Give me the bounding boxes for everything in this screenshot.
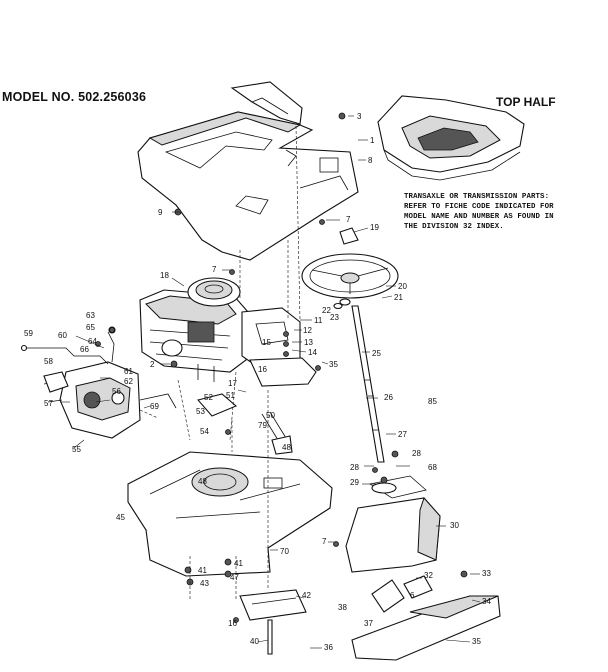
axle-bracket [239,589,307,655]
callout-c41b: 41 [234,559,243,568]
callout-c1: 1 [370,136,375,145]
callout-c27: 27 [398,430,407,439]
fasteners [95,112,468,623]
chassis-frame [127,451,333,577]
callout-c66: 66 [80,345,89,354]
callout-c32: 32 [424,571,433,580]
callout-c56: 56 [112,387,121,396]
callout-c34: 34 [482,597,491,606]
model-number: MODEL NO. 502.256036 [2,90,147,104]
note-line: TRANSAXLE OR TRANSMISSION PARTS: [404,193,550,201]
callout-c9: 9 [158,208,163,217]
callout-c12: 12 [303,326,312,335]
callout-c14: 14 [308,348,317,357]
callout-c69: 69 [150,402,159,411]
callout-c38: 38 [338,603,347,612]
callout-c85: 85 [428,397,437,406]
callout-c15: 15 [262,338,271,347]
note-line: REFER TO FICHE CODE INDICATED FOR [404,203,554,211]
callout-c7c: 7 [322,537,327,546]
alignment-lines [139,125,301,600]
callout-c29: 29 [350,478,359,487]
callout-c26: 26 [384,393,393,402]
callout-c57: 57 [44,399,53,408]
callout-c42: 42 [302,591,311,600]
callout-c13: 13 [304,338,313,347]
note-line: MODEL NAME AND NUMBER AS FOUND IN [404,213,554,221]
callout-c16: 16 [258,365,267,374]
callout-c20: 20 [398,282,407,291]
drive-assembly [43,361,177,439]
callout-c2: 2 [150,360,155,369]
footrest [351,575,501,661]
callout-c65: 65 [86,323,95,332]
callout-c61: 61 [124,367,133,376]
callout-c28a: 28 [350,463,359,472]
callout-c6: 6 [410,591,415,600]
callout-c7b: 7 [212,265,217,274]
callout-numbers: 3918719718202122231112131415352516172636… [24,112,491,652]
callout-c43: 43 [200,579,209,588]
control-rod [20,326,116,365]
hood-panel [137,111,359,261]
callout-c62: 62 [124,377,133,386]
callout-c17: 17 [228,379,237,388]
callout-c52: 52 [204,393,213,402]
steering-cap [339,227,359,245]
callout-c3: 3 [357,112,362,121]
callout-c21: 21 [394,293,403,302]
callout-c68: 68 [428,463,437,472]
callout-c63: 63 [86,311,95,320]
callout-c16b: 16 [228,619,237,628]
callout-c48a: 48 [282,443,291,452]
steering-shaft [333,298,385,463]
steering-wheel [301,253,399,299]
callout-c37: 37 [364,619,373,628]
callout-c30: 30 [450,521,459,530]
callout-c45: 45 [116,513,125,522]
callout-c35b: 35 [472,637,481,646]
callout-c55: 55 [72,445,81,454]
callout-c25: 25 [372,349,381,358]
callout-c7a: 7 [346,215,351,224]
callout-c22: 22 [322,306,331,315]
callout-c53: 53 [196,407,205,416]
hood-bracket [230,81,303,125]
callout-c8: 8 [368,156,373,165]
callout-c40: 40 [250,637,259,646]
seat [377,95,525,181]
callout-c36: 36 [324,643,333,652]
section-title: TOP HALF [496,95,556,109]
callout-c35a: 35 [329,360,338,369]
note-line: THE DIVISION 32 INDEX. [404,223,504,231]
callout-c48b: 48 [198,477,207,486]
callout-c58: 58 [44,357,53,366]
callout-c59: 59 [24,329,33,338]
callout-c23: 23 [330,313,339,322]
callout-c54: 54 [200,427,209,436]
fender-pan [345,475,441,573]
brake-linkage [196,393,293,455]
callout-c33: 33 [482,569,491,578]
engine [139,277,249,382]
transaxle-note: TRANSAXLE OR TRANSMISSION PARTS: REFER T… [404,192,608,232]
callout-c41a: 41 [198,566,207,575]
callout-c11: 11 [314,316,323,325]
callout-c28b: 28 [412,449,421,458]
callout-c79: 79 [258,421,267,430]
callout-c18: 18 [160,271,169,280]
callout-c70: 70 [280,547,289,556]
callout-c60: 60 [58,331,67,340]
callout-c64: 64 [88,337,97,346]
callout-c51: 51 [226,391,235,400]
callout-c19: 19 [370,223,379,232]
callout-c50: 50 [266,411,275,420]
leader-lines [60,115,481,649]
callout-c47: 47 [230,573,239,582]
